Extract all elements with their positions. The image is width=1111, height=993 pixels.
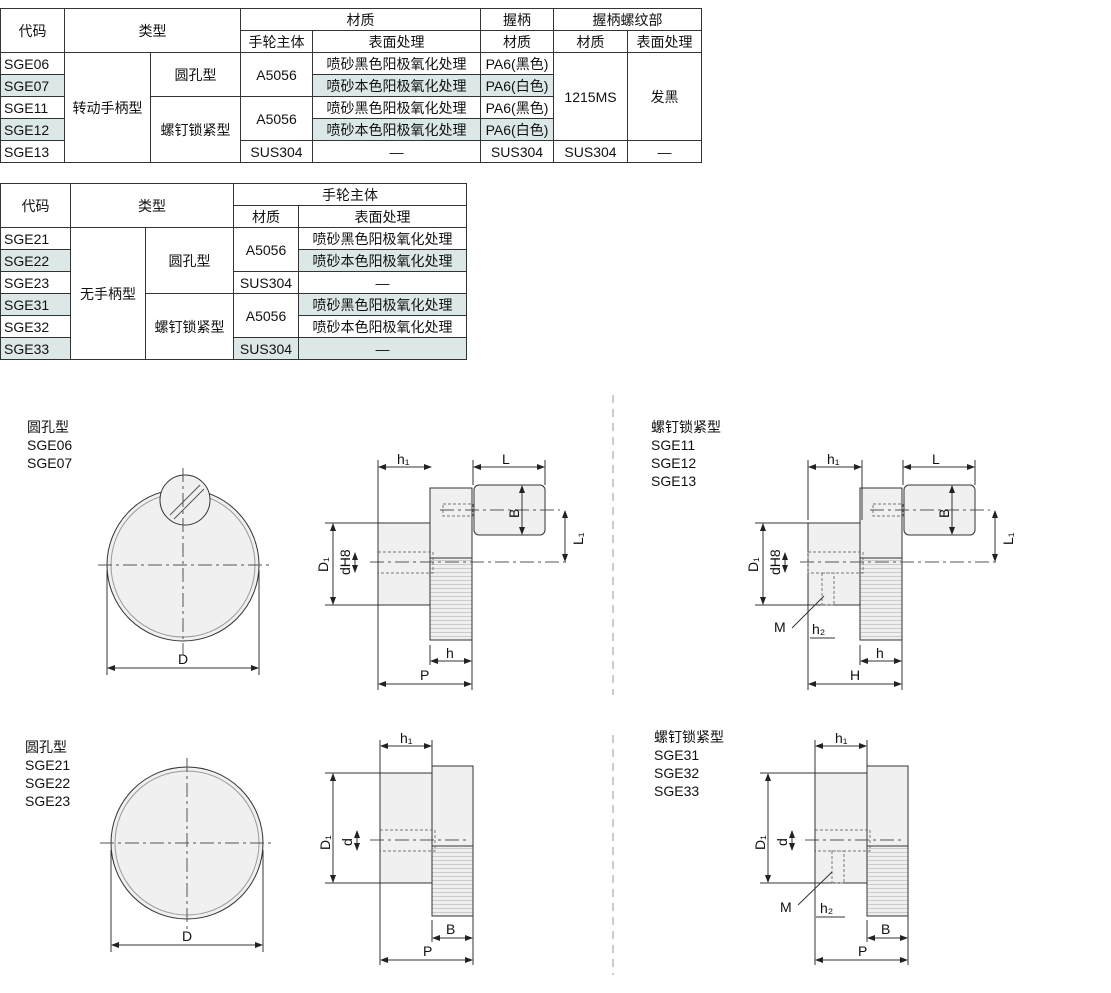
body-cell: SUS304 [240, 140, 313, 163]
svg-text:d: d [774, 838, 790, 846]
type-rotating: 转动手柄型 [64, 52, 151, 163]
svg-text:P: P [420, 667, 429, 683]
svg-text:d: d [339, 838, 355, 846]
svg-text:dH8: dH8 [337, 549, 353, 575]
code-cell: SGE33 [0, 337, 71, 360]
header-code: 代码 [0, 183, 71, 228]
mat-cell: A5056 [233, 227, 299, 272]
mat-cell: A5056 [233, 293, 299, 338]
surface-cell: 喷砂本色阳极氧化处理 [298, 249, 467, 272]
front-view-no-handle: D [100, 758, 275, 952]
code-cell: SGE07 [0, 74, 65, 97]
svg-text:h₁: h₁ [400, 730, 413, 746]
header-grip-mat: 材质 [480, 30, 554, 53]
code-cell: SGE22 [0, 249, 71, 272]
svg-text:h₁: h₁ [827, 451, 840, 467]
header-mat: 材质 [233, 205, 299, 228]
svg-text:L₁: L₁ [1000, 532, 1016, 545]
mat-cell: SUS304 [233, 337, 299, 360]
svg-text:h₂: h₂ [812, 621, 825, 637]
svg-text:B: B [446, 921, 455, 937]
grip-cell: PA6(白色) [480, 118, 554, 141]
type-round-hole: 圆孔型 [145, 227, 234, 294]
code-cell: SGE21 [0, 227, 71, 250]
svg-text:B: B [506, 509, 522, 518]
code-cell: SGE06 [0, 52, 65, 75]
svg-text:D: D [178, 651, 188, 667]
code-cell: SGE11 [0, 96, 65, 119]
svg-text:L: L [932, 451, 940, 467]
svg-text:B: B [881, 921, 890, 937]
svg-text:h₁: h₁ [835, 730, 848, 746]
header-body: 手轮主体 [240, 30, 313, 53]
header-thread: 握柄螺纹部 [553, 8, 702, 31]
side-view-no-handle: h₁ PB D₁ d [317, 730, 474, 965]
thread-mat-cell: 1215MS [553, 52, 628, 141]
mat-cell: SUS304 [233, 271, 299, 294]
grip-cell: SUS304 [480, 140, 554, 163]
type-screw-lock: 螺钉锁紧型 [150, 96, 241, 163]
header-code: 代码 [0, 8, 65, 53]
surface-cell: — [298, 337, 467, 360]
svg-text:dH8: dH8 [767, 549, 783, 575]
surface-cell: 喷砂黑色阳极氧化处理 [312, 52, 481, 75]
grip-cell: PA6(黑色) [480, 52, 554, 75]
front-view-handle: D [98, 468, 270, 675]
header-type: 类型 [64, 8, 241, 53]
surface-cell: 喷砂黑色阳极氧化处理 [312, 96, 481, 119]
svg-text:H: H [850, 667, 860, 683]
header-thread-surface: 表面处理 [627, 30, 702, 53]
svg-text:D₁: D₁ [752, 835, 768, 850]
svg-text:B: B [936, 509, 952, 518]
svg-text:M: M [780, 899, 792, 915]
svg-text:L: L [502, 451, 510, 467]
svg-text:D₁: D₁ [745, 557, 761, 572]
svg-text:P: P [423, 943, 432, 959]
side-view-handle: h₁ L Ph D₁ dH8 B L₁ [315, 451, 586, 690]
svg-text:h₂: h₂ [820, 900, 833, 916]
svg-text:D: D [182, 928, 192, 944]
type-round-hole: 圆孔型 [150, 52, 241, 97]
svg-text:L₁: L₁ [570, 532, 586, 545]
surface-cell: 喷砂黑色阳极氧化处理 [298, 293, 467, 316]
svg-text:h₁: h₁ [397, 451, 410, 467]
svg-text:h: h [876, 645, 884, 661]
svg-text:D₁: D₁ [315, 557, 331, 572]
code-cell: SGE31 [0, 293, 71, 316]
surface-cell: — [312, 140, 481, 163]
surface-cell: 喷砂本色阳极氧化处理 [312, 74, 481, 97]
svg-text:P: P [858, 943, 867, 959]
svg-text:h: h [446, 645, 454, 661]
svg-text:M: M [774, 619, 786, 635]
body-cell: A5056 [240, 52, 313, 97]
code-cell: SGE13 [0, 140, 65, 163]
thread-mat-cell: SUS304 [553, 140, 628, 163]
thread-surface-cell: 发黑 [627, 52, 702, 141]
type-no-handle: 无手柄型 [70, 227, 146, 360]
surface-cell: 喷砂黑色阳极氧化处理 [298, 227, 467, 250]
svg-text:D₁: D₁ [317, 835, 333, 850]
header-surface: 表面处理 [298, 205, 467, 228]
thread-surface-cell: — [627, 140, 702, 163]
